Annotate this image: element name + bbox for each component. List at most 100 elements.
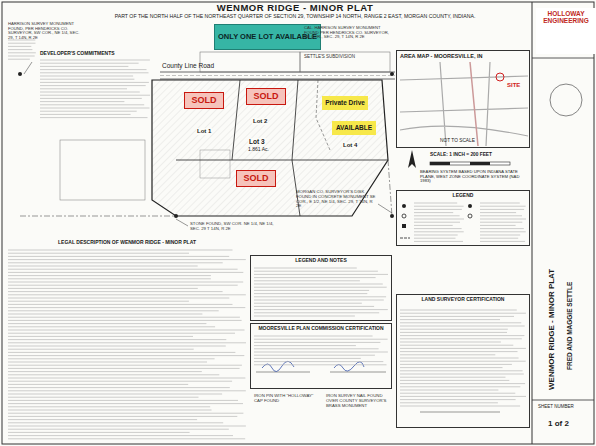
fine-print-line <box>254 303 362 304</box>
node-label: AREA MAP - MOORESVILLE, IN <box>400 53 526 59</box>
fine-print-line <box>8 352 235 353</box>
fine-print-line <box>8 307 245 308</box>
fine-print-line <box>254 296 386 297</box>
fine-print-line <box>8 390 246 391</box>
scale-note: SCALE: 1 INCH = 200 FEET <box>430 152 492 157</box>
fine-print-line <box>480 228 524 229</box>
fine-print-line <box>8 387 230 388</box>
owner-name: FRED AND MAGGIE SETTLE <box>566 282 573 370</box>
fine-print-line <box>8 272 243 273</box>
monument-note: HARRISON SURVEY MONUMENT FOUND, PER HEND… <box>8 22 82 41</box>
fine-print-line <box>40 72 149 73</box>
fine-print-line <box>8 432 190 433</box>
fine-print-line <box>8 326 215 327</box>
fine-print-line <box>40 108 150 109</box>
fine-print-line <box>254 277 376 278</box>
road-edge <box>160 79 395 80</box>
fine-print-line <box>40 117 148 118</box>
fine-print-line <box>8 410 212 411</box>
parcel-boundary <box>152 80 388 216</box>
fine-print-line <box>414 222 460 223</box>
lot-number: Lot 4 <box>342 142 358 149</box>
fine-print-line <box>254 358 361 359</box>
node-label: LEGEND <box>400 193 526 199</box>
site-marker: SITE <box>507 82 520 89</box>
lot-number: Lot 2 <box>252 118 268 125</box>
fine-print-line <box>254 345 356 346</box>
adjoining-parcel <box>60 140 145 200</box>
scale-note: NOT TO SCALE <box>440 138 475 143</box>
fine-print-line <box>414 228 462 229</box>
fine-print-line <box>400 316 514 317</box>
fine-print-line <box>8 342 246 343</box>
fine-print-line <box>400 406 520 407</box>
fine-print-line <box>40 82 149 83</box>
fine-print-line <box>8 371 202 372</box>
sheet-label: SHEET NUMBER <box>538 404 574 409</box>
fine-print-line <box>254 306 374 307</box>
fine-print-line <box>8 438 245 439</box>
fine-print-line <box>414 209 462 210</box>
fine-print-line <box>8 403 243 404</box>
fine-print-line <box>8 285 238 286</box>
fine-print-line <box>8 250 233 251</box>
fine-print-lines <box>8 40 526 439</box>
fine-print-line <box>8 374 219 375</box>
fine-print-line <box>8 378 245 379</box>
lot-line <box>176 160 388 161</box>
lot-line <box>232 80 240 160</box>
fine-print-line <box>40 88 127 89</box>
fine-print-line <box>254 339 388 340</box>
node-label: LEGEND AND NOTES <box>254 258 388 264</box>
monument-note: CAL. HARRISON SURVEY MONUMENT FOUND PER … <box>304 26 390 40</box>
monument-note: IRON SURVEY NAIL FOUND OVER COUNTY SURVE… <box>326 394 392 408</box>
fine-print-line <box>400 335 524 336</box>
node-label: Private Drive <box>325 99 365 106</box>
surveyor-seal <box>550 84 582 116</box>
monument-symbol <box>174 214 178 218</box>
lot-number: Lot 1 <box>196 128 212 135</box>
fine-print-line <box>8 384 188 385</box>
fine-print-line <box>8 413 243 414</box>
fine-print-line <box>414 212 453 213</box>
fine-print-line <box>8 259 246 260</box>
fine-print-line <box>40 66 128 67</box>
road-name: County Line Road <box>162 62 214 69</box>
fine-print-line <box>8 298 229 299</box>
fine-print-line <box>400 361 526 362</box>
sold-box: SOLD <box>184 92 224 109</box>
fine-print-line <box>400 319 500 320</box>
lot-line <box>292 80 298 160</box>
fine-print-line <box>480 219 526 220</box>
fine-print-line <box>8 397 199 398</box>
sheet-number: 1 of 2 <box>548 420 569 429</box>
fine-print-line <box>400 358 519 359</box>
fine-print-line <box>8 310 219 311</box>
node-label: SOLD <box>250 91 282 101</box>
node-label: AVAILABLE <box>335 124 373 131</box>
node-label: SOLD <box>240 173 272 183</box>
fine-print-line <box>40 101 124 102</box>
sheet-title: WENMOR RIDGE - MINOR PLAT <box>548 269 557 390</box>
certification-panel: LAND SURVEYOR CERTIFICATION <box>396 294 530 428</box>
sold-box: SOLD <box>246 88 286 105</box>
fine-print-line <box>254 348 379 349</box>
fine-print-line <box>254 352 388 353</box>
monument-symbol <box>18 72 22 76</box>
sold-box: SOLD <box>236 170 276 187</box>
fine-print-line <box>414 231 464 232</box>
fine-print-line <box>8 330 245 331</box>
fine-print-line <box>254 280 360 281</box>
fine-print-line <box>254 364 387 365</box>
legend-symbols <box>400 204 472 238</box>
fine-print-line <box>414 238 456 239</box>
private-drive-line <box>316 80 330 150</box>
fine-print-line <box>8 275 211 276</box>
fine-print-line <box>8 59 30 60</box>
fine-print-line <box>400 402 498 403</box>
node-label: HOLLOWAY ENGINEERING <box>539 10 593 25</box>
fine-print-line <box>8 422 223 423</box>
fine-print-line <box>8 339 226 340</box>
